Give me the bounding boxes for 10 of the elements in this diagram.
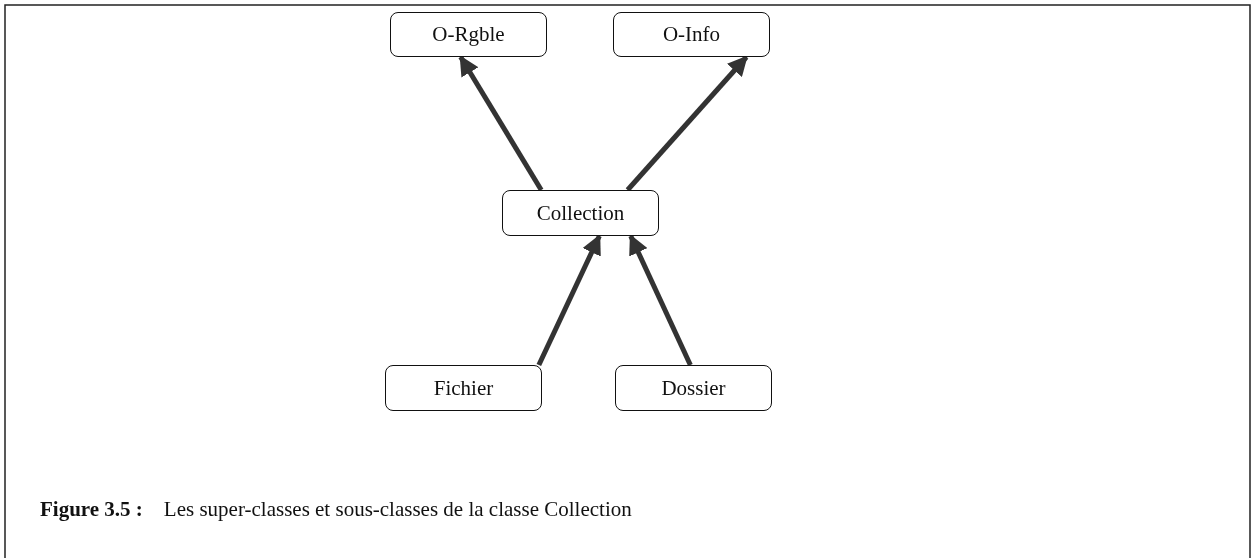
- arrow: [458, 55, 544, 192]
- class-box: Collection: [502, 190, 659, 236]
- class-box: O-Rgble: [390, 12, 547, 57]
- class-box: O-Info: [613, 12, 770, 57]
- class-box: Dossier: [615, 365, 772, 411]
- arrow: [628, 234, 693, 367]
- figure-caption: Figure 3.5 : Les super-classes et sous-classes de la classe Collection: [40, 497, 632, 522]
- arrow: [625, 55, 749, 192]
- arrow: [536, 234, 602, 367]
- class-box: Fichier: [385, 365, 542, 411]
